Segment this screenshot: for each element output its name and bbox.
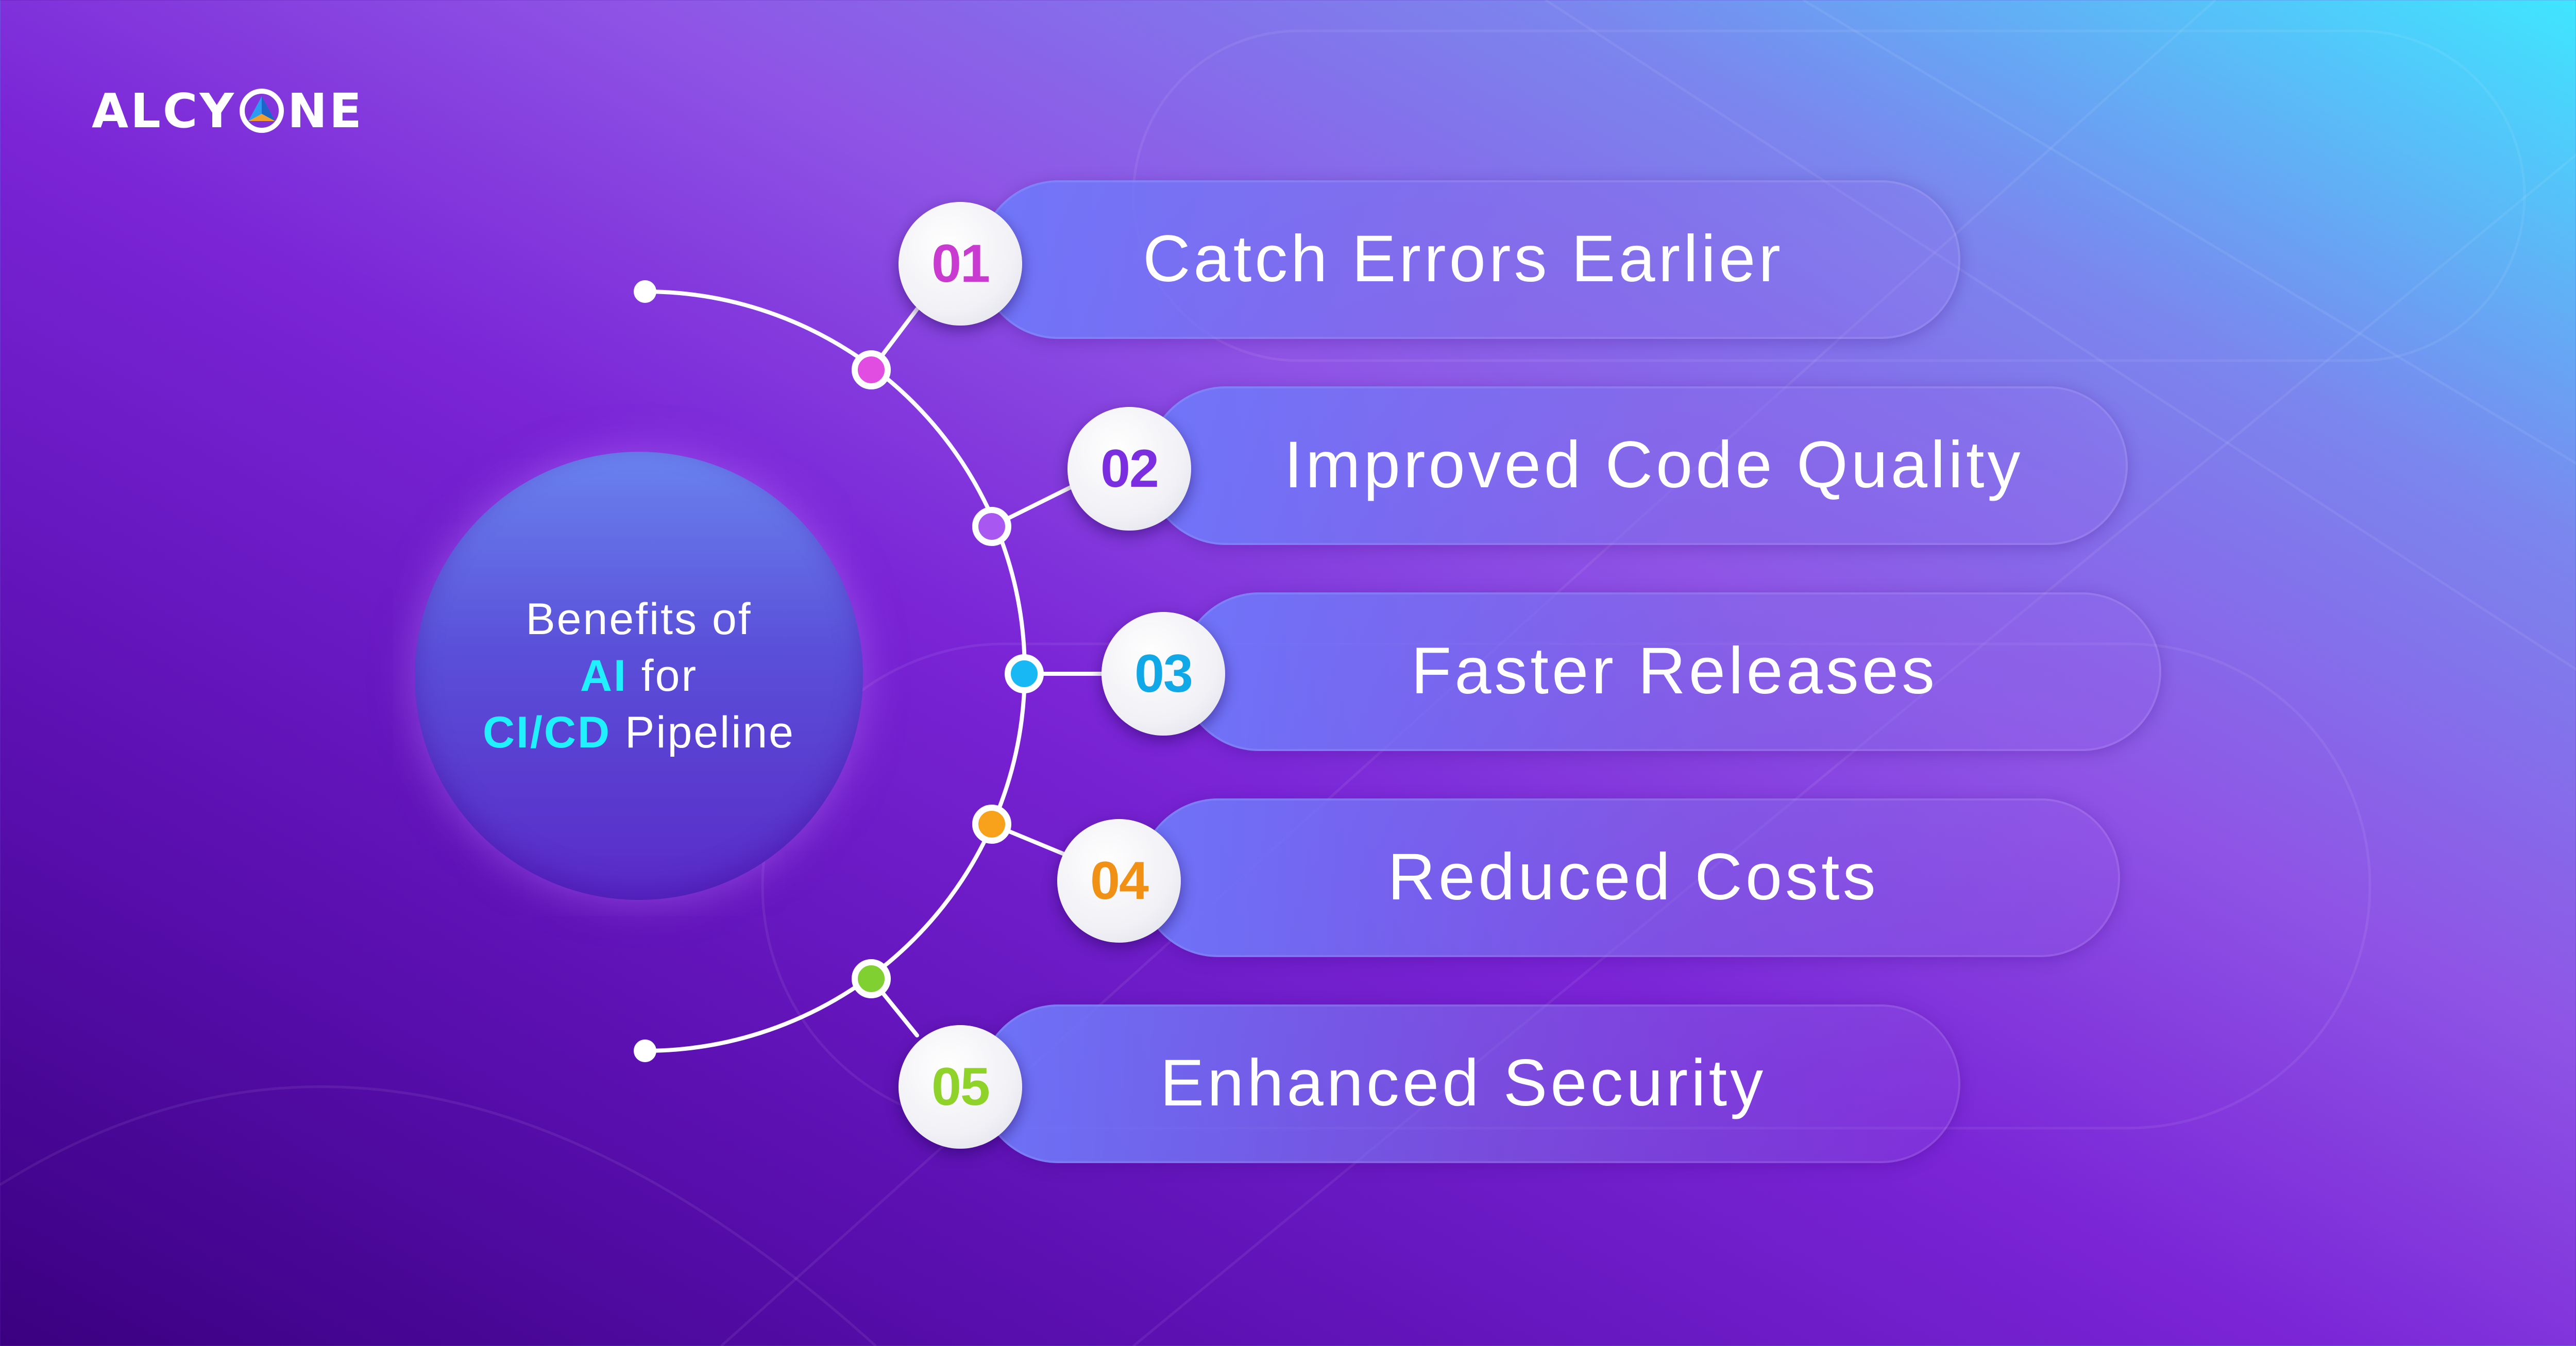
- arc-end-dot-top: [634, 280, 656, 303]
- benefit-label-01: Catch Errors Earlier: [1143, 222, 1784, 296]
- center-title-line-1: Benefits of: [526, 594, 752, 644]
- brand-name-end: NE: [287, 83, 364, 139]
- center-title-ai: AI: [580, 651, 628, 701]
- benefit-pill-01: [979, 180, 1960, 339]
- benefit-pill-03: [1180, 592, 2161, 751]
- arc-end-dot-bottom: [634, 1040, 656, 1062]
- node-dot-01: [852, 350, 891, 389]
- benefit-label-04: Reduced Costs: [1387, 840, 1879, 914]
- center-title-cicd: CI/CD: [482, 708, 612, 757]
- center-title-pipeline: Pipeline: [625, 708, 795, 757]
- benefit-number-02: 02: [1067, 407, 1191, 531]
- benefit-number-01: 01: [899, 202, 1022, 326]
- center-title-line-3: CI/CD Pipeline: [483, 704, 795, 761]
- benefit-number-04: 04: [1057, 819, 1181, 943]
- benefit-label-05: Enhanced Security: [1160, 1046, 1767, 1120]
- benefit-pill-05: [979, 1004, 1960, 1163]
- benefit-number-05: 05: [899, 1025, 1022, 1149]
- benefit-pill-04: [1139, 798, 2120, 957]
- benefit-pill-02: [1146, 386, 2128, 545]
- brand-name-start: ALCY: [92, 83, 236, 139]
- node-dot-02: [972, 507, 1011, 546]
- benefit-label-03: Faster Releases: [1411, 634, 1938, 708]
- node-dot-03: [1005, 654, 1044, 693]
- benefit-label-02: Improved Code Quality: [1284, 428, 2024, 502]
- brand-logo: ALCY NE: [92, 82, 364, 139]
- logo-triangle-icon: [239, 89, 284, 133]
- center-title-for: for: [641, 651, 698, 701]
- center-title-circle: Benefits of AI for CI/CD Pipeline: [415, 452, 863, 900]
- benefit-number-03: 03: [1101, 612, 1225, 736]
- node-dot-05: [852, 959, 891, 998]
- node-dot-04: [972, 805, 1011, 844]
- center-title-line-2: AI for: [580, 648, 698, 704]
